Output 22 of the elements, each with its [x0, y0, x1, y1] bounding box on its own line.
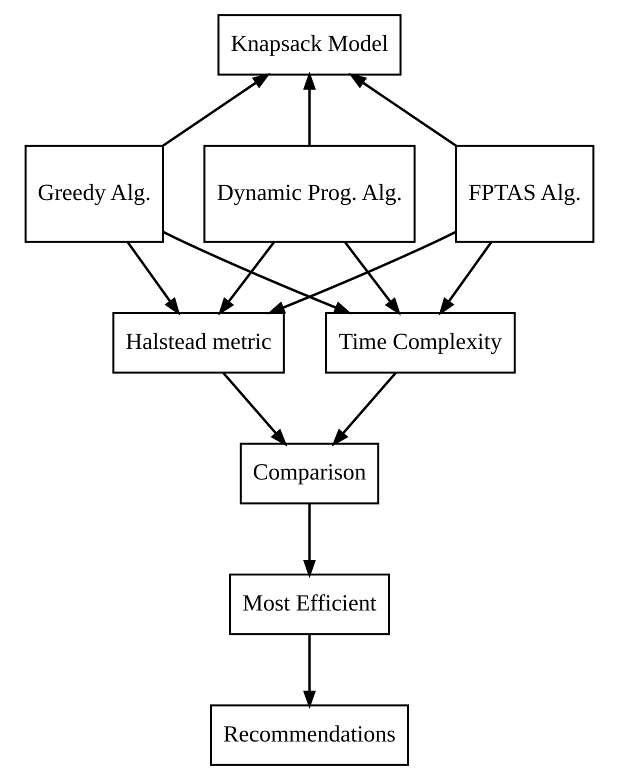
node-box: Most Efficient [228, 574, 390, 636]
node-box: Knapsack Model [216, 14, 402, 76]
arrow [438, 242, 492, 316]
arrow [162, 72, 270, 147]
node-box: Greedy Alg. [24, 144, 164, 243]
node-box: Time Complexity [324, 312, 516, 374]
arrow [126, 242, 180, 316]
arrow [302, 634, 316, 710]
arrow [302, 72, 316, 146]
arrow [222, 372, 287, 447]
arrow [331, 372, 396, 447]
arrow [344, 242, 400, 316]
node-box: Dynamic Prog. Alg. [202, 144, 416, 243]
arrow [162, 230, 352, 314]
arrow [302, 504, 316, 578]
node-box: Recommendations [210, 704, 408, 766]
node-box: Comparison [239, 442, 379, 504]
arrow [218, 242, 274, 316]
node-box: Halstead metric [112, 312, 284, 374]
arrow [266, 230, 456, 314]
node-box: FPTAS Alg. [454, 144, 594, 243]
arrow [348, 72, 456, 147]
